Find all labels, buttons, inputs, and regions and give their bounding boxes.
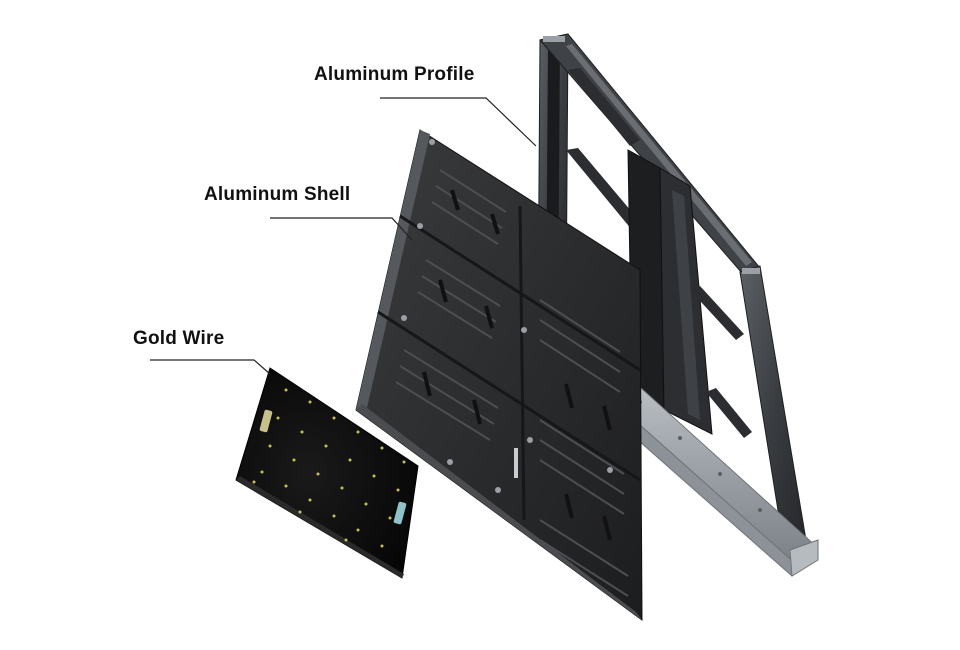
cabinet-shell-illustration xyxy=(355,129,643,621)
leader-line-shell xyxy=(270,217,413,241)
led-module-illustration xyxy=(235,367,419,579)
label-gold-wire: Gold Wire xyxy=(133,328,225,349)
leader-lines xyxy=(150,97,537,375)
leader-line-gold xyxy=(150,359,271,375)
label-aluminum-shell: Aluminum Shell xyxy=(204,184,351,205)
label-aluminum-profile: Aluminum Profile xyxy=(314,64,475,85)
leader-line-profile xyxy=(380,97,537,147)
